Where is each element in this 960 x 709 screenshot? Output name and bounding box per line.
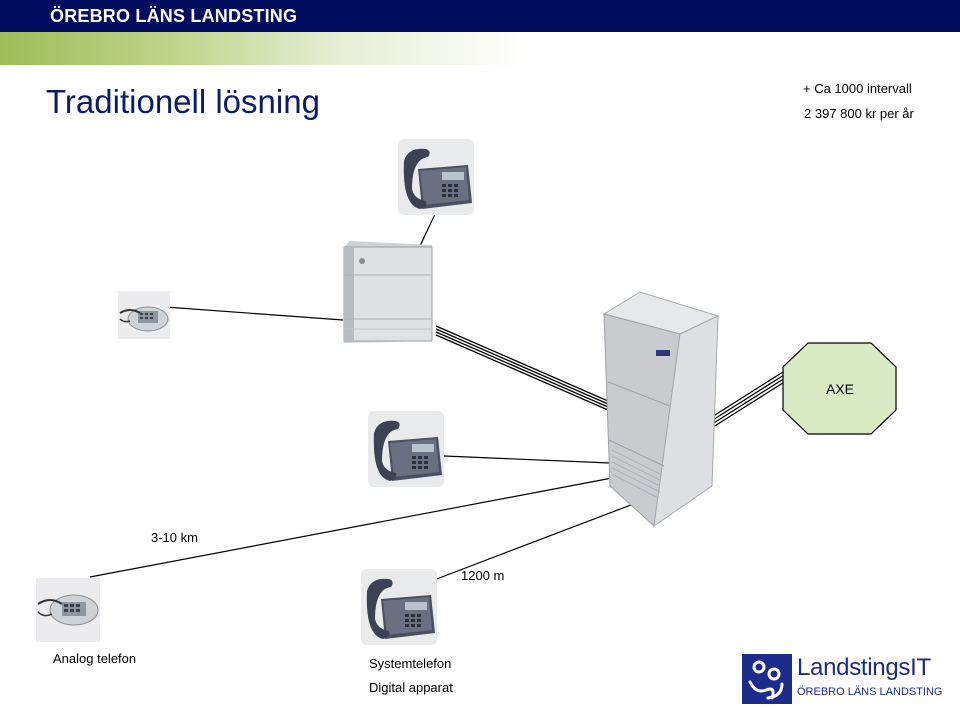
- axe-label: AXE: [826, 381, 855, 397]
- info-intervals: + Ca 1000 intervall: [803, 81, 912, 96]
- analog-phone-icon: [36, 578, 100, 647]
- header-bar: [0, 0, 960, 32]
- pbx-unit-icon: [340, 241, 436, 350]
- trunk-pbx-to-cabinet: [435, 325, 609, 411]
- link-phone-top-to-pbx: [419, 211, 437, 247]
- logo-subtitle: ÖREBRO LÄNS LANDSTING: [797, 686, 943, 698]
- analog-phone-icon: [118, 291, 170, 344]
- label-digital: Digital apparat: [369, 680, 453, 695]
- org-name: ÖREBRO LÄNS LANDSTING: [50, 6, 298, 26]
- label-system: Systemtelefon: [369, 656, 452, 671]
- link-analog-top-to-pbx: [164, 306, 344, 321]
- axe-node: [782, 342, 897, 435]
- system-phone-icon: [368, 411, 444, 492]
- link-analog-bottom-to-cabinet: [89, 477, 613, 578]
- label-distance-near: 1200 m: [461, 568, 505, 583]
- system-phone-icon: [398, 139, 474, 220]
- label-distance-far: 3-10 km: [151, 530, 198, 545]
- header-gradient-band: [0, 32, 960, 65]
- label-analog: Analog telefon: [53, 651, 137, 666]
- info-cost: 2 397 800 kr per år: [804, 106, 914, 121]
- trunk-cabinet-to-axe: [706, 371, 787, 430]
- system-phone-icon: [361, 569, 437, 650]
- pbx-cabinet-icon: [600, 290, 722, 535]
- logo-name: LandstingsIT: [797, 654, 931, 681]
- landstingsit-logo-icon: [742, 654, 792, 704]
- link-phone-mid-to-cabinet: [443, 455, 611, 464]
- link-phone-bottom-to-cabinet: [433, 502, 637, 581]
- page-title: Traditionell lösning: [46, 83, 320, 120]
